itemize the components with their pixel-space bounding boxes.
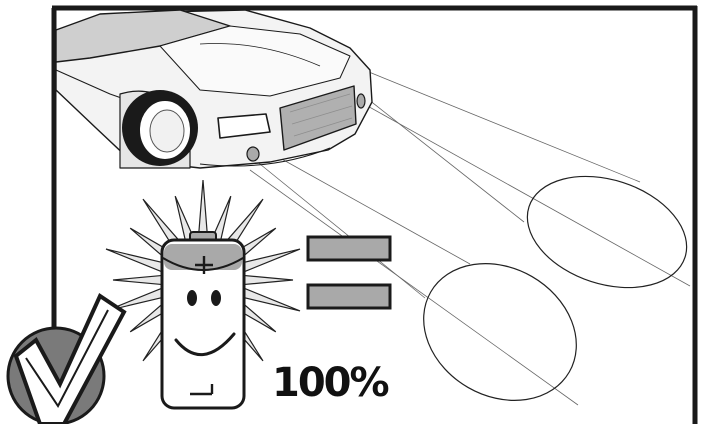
battery-icon xyxy=(160,231,246,410)
headlight-left xyxy=(217,113,271,139)
light-spot xyxy=(526,175,688,289)
front-bumper xyxy=(199,147,331,167)
headlight-beam xyxy=(363,69,641,183)
left-eye xyxy=(187,290,197,306)
equals-icon xyxy=(306,235,392,310)
right-eye xyxy=(211,290,221,306)
headlight-beam xyxy=(363,103,691,287)
headlight-beam xyxy=(249,169,579,406)
headlight-beams xyxy=(249,69,691,406)
headlight-beam xyxy=(261,147,471,265)
charge-percentage: 100% xyxy=(272,360,388,406)
fog-light xyxy=(246,146,260,162)
headlight-right xyxy=(356,93,366,109)
check-outline xyxy=(13,293,127,424)
checkmark-icon xyxy=(6,293,127,424)
light-spot xyxy=(423,263,577,401)
car-illustration xyxy=(55,9,373,169)
minus-sign xyxy=(190,384,214,396)
battery-face xyxy=(174,290,236,357)
battery-body xyxy=(160,238,246,410)
front-grille xyxy=(279,85,357,151)
smile xyxy=(174,332,236,357)
plus-sign xyxy=(195,256,213,274)
hood-crease xyxy=(199,43,321,67)
headlight-beam xyxy=(363,95,525,223)
